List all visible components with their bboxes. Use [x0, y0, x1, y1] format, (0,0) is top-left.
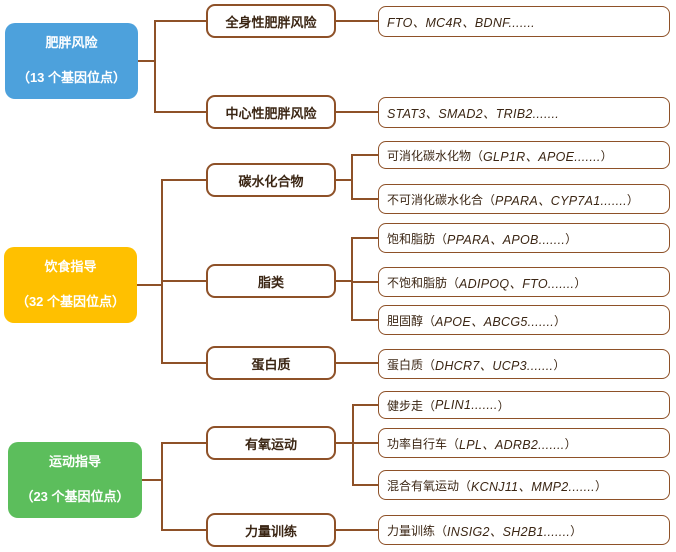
leaf-node-saturated-fat-genes: 饱和脂肪（PPARA、APOB.......） — [378, 223, 670, 253]
branch-label: 碳水化合物 — [238, 173, 304, 189]
leaf-genes: GLP1R、APOE....... — [483, 149, 601, 164]
leaf-node-central-obesity-genes: STAT3、SMAD2、TRIB2....... — [378, 97, 670, 128]
leaf-suffix: ） — [626, 192, 639, 207]
root-node-obesity-risk: 肥胖风险 （13 个基因位点） — [5, 23, 138, 99]
leaf-prefix: 功率自行车（ — [387, 436, 460, 451]
leaf-suffix: ） — [553, 357, 566, 372]
leaf-suffix: ） — [497, 398, 510, 413]
leaf-node-cholesterol-genes: 胆固醇（APOE、ABCG5.......） — [378, 305, 670, 335]
leaf-prefix: 胆固醇（ — [387, 313, 436, 328]
root-title: 运动指导 — [48, 454, 101, 469]
branch-label: 有氧运动 — [244, 436, 297, 452]
leaf-suffix: ） — [570, 523, 583, 538]
root-subtitle: （13 个基因位点） — [16, 69, 127, 85]
leaf-genes: INSIG2、SH2B1....... — [447, 524, 571, 539]
connector-obesity-group — [137, 20, 379, 113]
leaf-prefix: 可消化碳水化物（ — [387, 148, 484, 163]
leaf-genes: PPARA、CYP7A1....... — [495, 193, 627, 208]
root-title: 肥胖风险 — [45, 35, 98, 50]
leaf-genes: STAT3、SMAD2、TRIB2....... — [387, 107, 560, 121]
branch-node-strength-training: 力量训练 — [206, 513, 336, 547]
leaf-suffix: ） — [594, 478, 607, 493]
leaf-node-brisk-walking-genes: 健步走（PLIN1.......） — [378, 391, 670, 419]
connector-diet-group — [136, 154, 379, 364]
connector-exercise-group — [141, 404, 379, 531]
root-subtitle: （23 个基因位点） — [20, 488, 130, 504]
branch-label: 脂类 — [257, 274, 284, 290]
leaf-prefix: 饱和脂肪（ — [387, 231, 448, 246]
leaf-node-protein-genes: 蛋白质（DHCR7、UCP3.......） — [378, 349, 670, 379]
root-node-diet-guidance: 饮食指导 （32 个基因位点） — [4, 247, 137, 323]
leaf-suffix: ） — [564, 436, 577, 451]
branch-label: 力量训练 — [244, 523, 297, 539]
leaf-node-unsaturated-fat-genes: 不饱和脂肪（ADIPOQ、FTO.......） — [378, 267, 670, 297]
root-title: 饮食指导 — [44, 259, 97, 274]
leaf-genes: LPL、ADRB2....... — [459, 437, 565, 452]
leaf-node-power-cycling-genes: 功率自行车（LPL、ADRB2.......） — [378, 428, 670, 458]
leaf-prefix: 不可消化碳水化合（ — [387, 192, 496, 207]
leaf-prefix: 混合有氧运动（ — [387, 478, 472, 493]
leaf-node-indigestible-carbs-genes: 不可消化碳水化合（PPARA、CYP7A1.......） — [378, 184, 670, 214]
leaf-genes: APOE、ABCG5....... — [435, 314, 555, 329]
leaf-genes: KCNJ11、MMP2....... — [471, 479, 595, 494]
leaf-genes: ADIPOQ、FTO....... — [459, 276, 575, 291]
leaf-node-mixed-aerobic-genes: 混合有氧运动（KCNJ11、MMP2.......） — [378, 470, 670, 500]
root-subtitle: （32 个基因位点） — [15, 293, 126, 309]
leaf-genes: DHCR7、UCP3....... — [435, 358, 554, 373]
leaf-suffix: ） — [565, 231, 578, 246]
leaf-suffix: ） — [554, 313, 567, 328]
leaf-node-digestible-carbs-genes: 可消化碳水化物（GLP1R、APOE.......） — [378, 141, 670, 169]
leaf-suffix: ） — [600, 148, 613, 163]
branch-label: 全身性肥胖风险 — [225, 14, 317, 30]
leaf-node-strength-training-genes: 力量训练（INSIG2、SH2B1.......） — [378, 515, 670, 545]
branch-node-carbohydrates: 碳水化合物 — [206, 163, 336, 197]
leaf-prefix: 蛋白质（ — [387, 357, 436, 372]
root-node-exercise-guidance: 运动指导 （23 个基因位点） — [8, 442, 142, 518]
branch-node-aerobic-exercise: 有氧运动 — [206, 426, 336, 460]
branch-label: 蛋白质 — [251, 356, 291, 372]
branch-node-overall-obesity-risk: 全身性肥胖风险 — [206, 4, 336, 38]
leaf-prefix: 力量训练（ — [387, 523, 448, 538]
branch-node-lipids: 脂类 — [206, 264, 336, 298]
leaf-genes: FTO、MC4R、BDNF....... — [387, 16, 535, 30]
leaf-prefix: 不饱和脂肪（ — [387, 275, 460, 290]
branch-node-central-obesity-risk: 中心性肥胖风险 — [206, 95, 336, 129]
leaf-genes: PLIN1....... — [435, 398, 498, 412]
leaf-prefix: 健步走（ — [387, 398, 436, 413]
branch-node-protein: 蛋白质 — [206, 346, 336, 380]
leaf-genes: PPARA、APOB....... — [447, 232, 566, 247]
branch-label: 中心性肥胖风险 — [225, 105, 317, 121]
leaf-suffix: ） — [574, 275, 587, 290]
leaf-node-overall-obesity-genes: FTO、MC4R、BDNF....... — [378, 6, 670, 37]
